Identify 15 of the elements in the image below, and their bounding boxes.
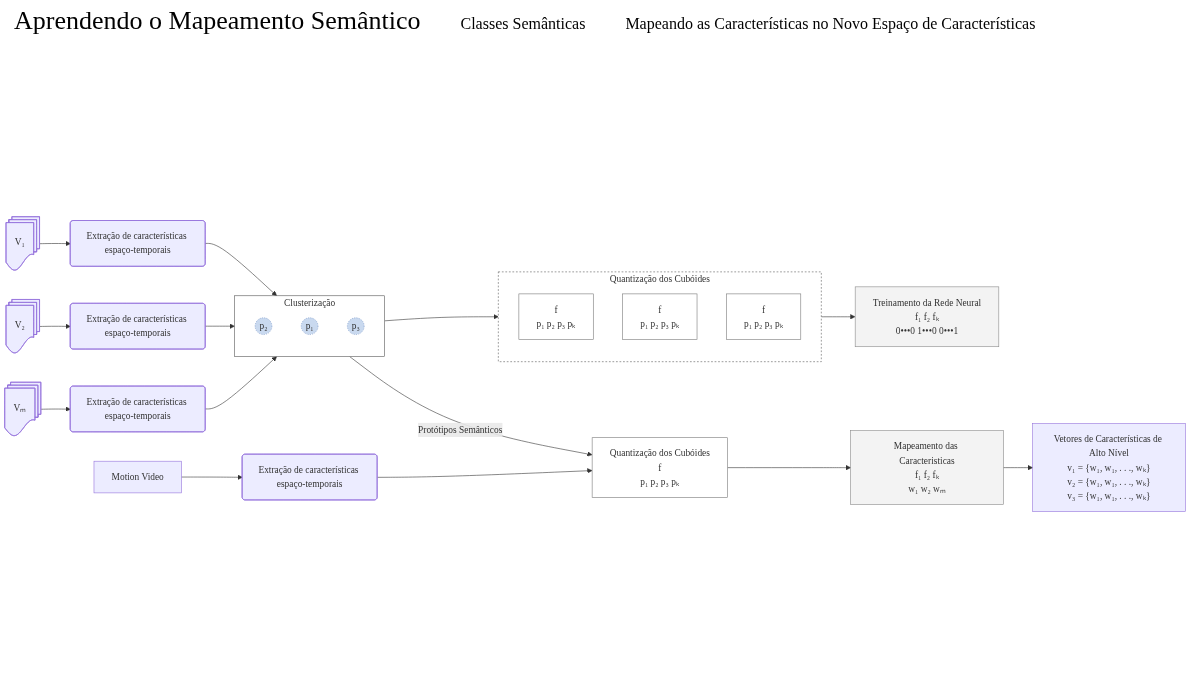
node-box: f p₁ p₂ p₃ pₖ [726, 293, 802, 340]
node-circle: p₂ [254, 317, 273, 335]
node-box: Motion Video [93, 460, 182, 493]
section-heading: Classes Semânticas [460, 15, 586, 33]
node-box: Treinamento da Rede Neural f₁ f₂ fₖ 0•••0 1•••0 0•••1 [854, 286, 1000, 347]
node-box: f p₁ p₂ p₃ pₖ [518, 293, 594, 340]
node-circle: p₃ [347, 317, 365, 335]
node-circle: p₁ [300, 317, 319, 335]
section-heading: Mapeando as Características no Novo Espaço de Características [625, 15, 1036, 33]
diagram-title: Aprendendo o Mapeamento Semântico [14, 6, 421, 36]
node-box: Mapeamento das Caracteristicas f₁ f₂ fₖ w₁ w₂ wₘ [850, 430, 1004, 505]
edge-label: Protótipos Semânticos [418, 424, 503, 435]
node-box: f p₁ p₂ p₃ pₖ [622, 293, 698, 340]
node-box: Quantização dos Cubóides f p₁ p₂ p₃ pₖ [591, 437, 728, 498]
node-box: Vetores de Características de Alto Nível v₁ = {w₁, w₁, . . ., wₖ} v₂ = {w₁, w₁, . . ., wₖ} v₃ = {w₁, w₁, . . ., wₖ} [1032, 423, 1186, 512]
